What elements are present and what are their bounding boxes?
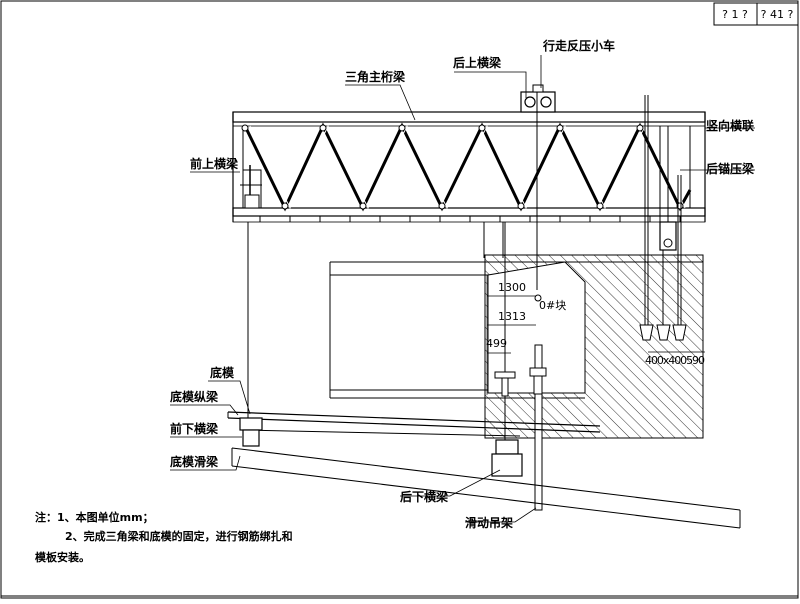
note-line-1: 注：1、本图单位mm；	[35, 510, 154, 524]
label-movable-hanger: 滑动吊架	[465, 515, 513, 530]
hanger-rods	[247, 92, 543, 511]
dimension-1313: 1313	[498, 310, 526, 323]
front-lower-beam	[239, 417, 263, 447]
rear-lower-beam	[491, 439, 523, 477]
walking-cart-icon	[520, 84, 556, 113]
label-rear-lower-beam: 后下横梁	[400, 489, 448, 504]
page-cell-1: ? 1 ?	[722, 8, 748, 21]
label-bottom-longitudinal: 底模纵梁	[170, 389, 218, 404]
page-cell-2: ? 41 ?	[761, 8, 794, 21]
triangular-main-truss	[232, 111, 706, 223]
label-rear-anchor-beam: 后锚压梁	[706, 161, 754, 176]
label-truss-main-beam: 三角主桁梁	[345, 69, 405, 84]
dimension-lines	[486, 275, 536, 395]
front-upper-beam-device	[240, 165, 262, 209]
label-walking-cart: 行走反压小车	[542, 38, 615, 53]
label-rear-upper-beam: 后上横梁	[453, 55, 501, 70]
rear-anchor-assembly	[483, 126, 677, 258]
leader-lines	[170, 55, 755, 523]
note-line-3: 模板安装。	[35, 550, 90, 564]
block-label: 0#块	[539, 299, 566, 312]
spacing-label: 400x400590	[645, 354, 705, 367]
label-vertical-brace: 竖向横联	[706, 118, 754, 133]
note-line-2: 2、完成三角梁和底模的固定，进行钢筋绑扎和	[65, 529, 293, 543]
label-front-lower-beam: 前下横梁	[170, 421, 218, 436]
dimension-499: 499	[486, 337, 507, 350]
label-bottom-plate: 底模	[210, 365, 235, 380]
page-number-box: ? 1 ? ? 41 ?	[713, 2, 799, 26]
bottom-formwork	[227, 411, 601, 437]
support-jacks	[494, 367, 547, 397]
anchor-rods	[639, 95, 705, 353]
bottom-slide-beam	[231, 447, 741, 529]
label-front-upper-beam: 前上横梁	[190, 156, 238, 171]
dimension-1300: 1300	[498, 281, 526, 294]
label-bottom-slide-beam: 底模滑梁	[170, 454, 218, 469]
